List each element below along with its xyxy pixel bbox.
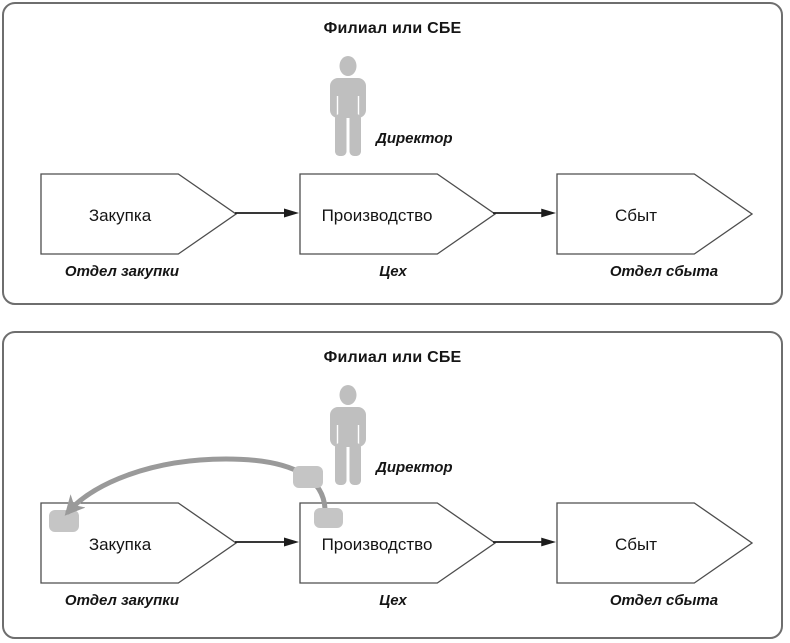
director-label: Директор xyxy=(376,130,453,147)
process-label-sales: Сбыт xyxy=(614,206,658,225)
flow-arrow-icon xyxy=(235,537,299,547)
flow-arrow-icon xyxy=(235,208,299,218)
flow-arrow-icon xyxy=(493,537,557,547)
process-label-procurement: Закупка xyxy=(88,535,152,554)
panel-title: Филиал или СБЕ xyxy=(323,349,462,366)
department-label-sales: Отдел сбыта xyxy=(609,263,719,280)
process-label-production: Производство xyxy=(321,206,433,225)
process-shape-procurement xyxy=(40,173,237,255)
director-label: Директор xyxy=(376,459,453,476)
person-icon xyxy=(330,56,366,156)
process-shape-sales xyxy=(556,173,753,255)
process-shape-production xyxy=(299,173,496,255)
figure-panel-bottom: Филиал или СБЕ Директор Закупка Производ… xyxy=(2,331,783,639)
process-label-procurement: Закупка xyxy=(88,206,152,225)
department-label-workshop: Цех xyxy=(379,263,407,280)
department-label-procurement: Отдел закупки xyxy=(64,263,180,280)
process-shape-sales xyxy=(556,502,753,584)
flow-arrow-icon xyxy=(493,208,557,218)
department-label-workshop: Цех xyxy=(379,592,407,609)
process-label-production: Производство xyxy=(321,535,433,554)
department-label-sales: Отдел сбыта xyxy=(609,592,719,609)
figure-panel-top: Филиал или СБЕ Директор Закупка Производ… xyxy=(2,2,783,305)
connector-node-mid xyxy=(293,466,323,488)
process-label-sales: Сбыт xyxy=(614,535,658,554)
person-icon xyxy=(330,385,366,485)
department-label-procurement: Отдел закупки xyxy=(64,592,180,609)
process-shape-production xyxy=(299,502,496,584)
panel-title: Филиал или СБЕ xyxy=(323,20,462,37)
